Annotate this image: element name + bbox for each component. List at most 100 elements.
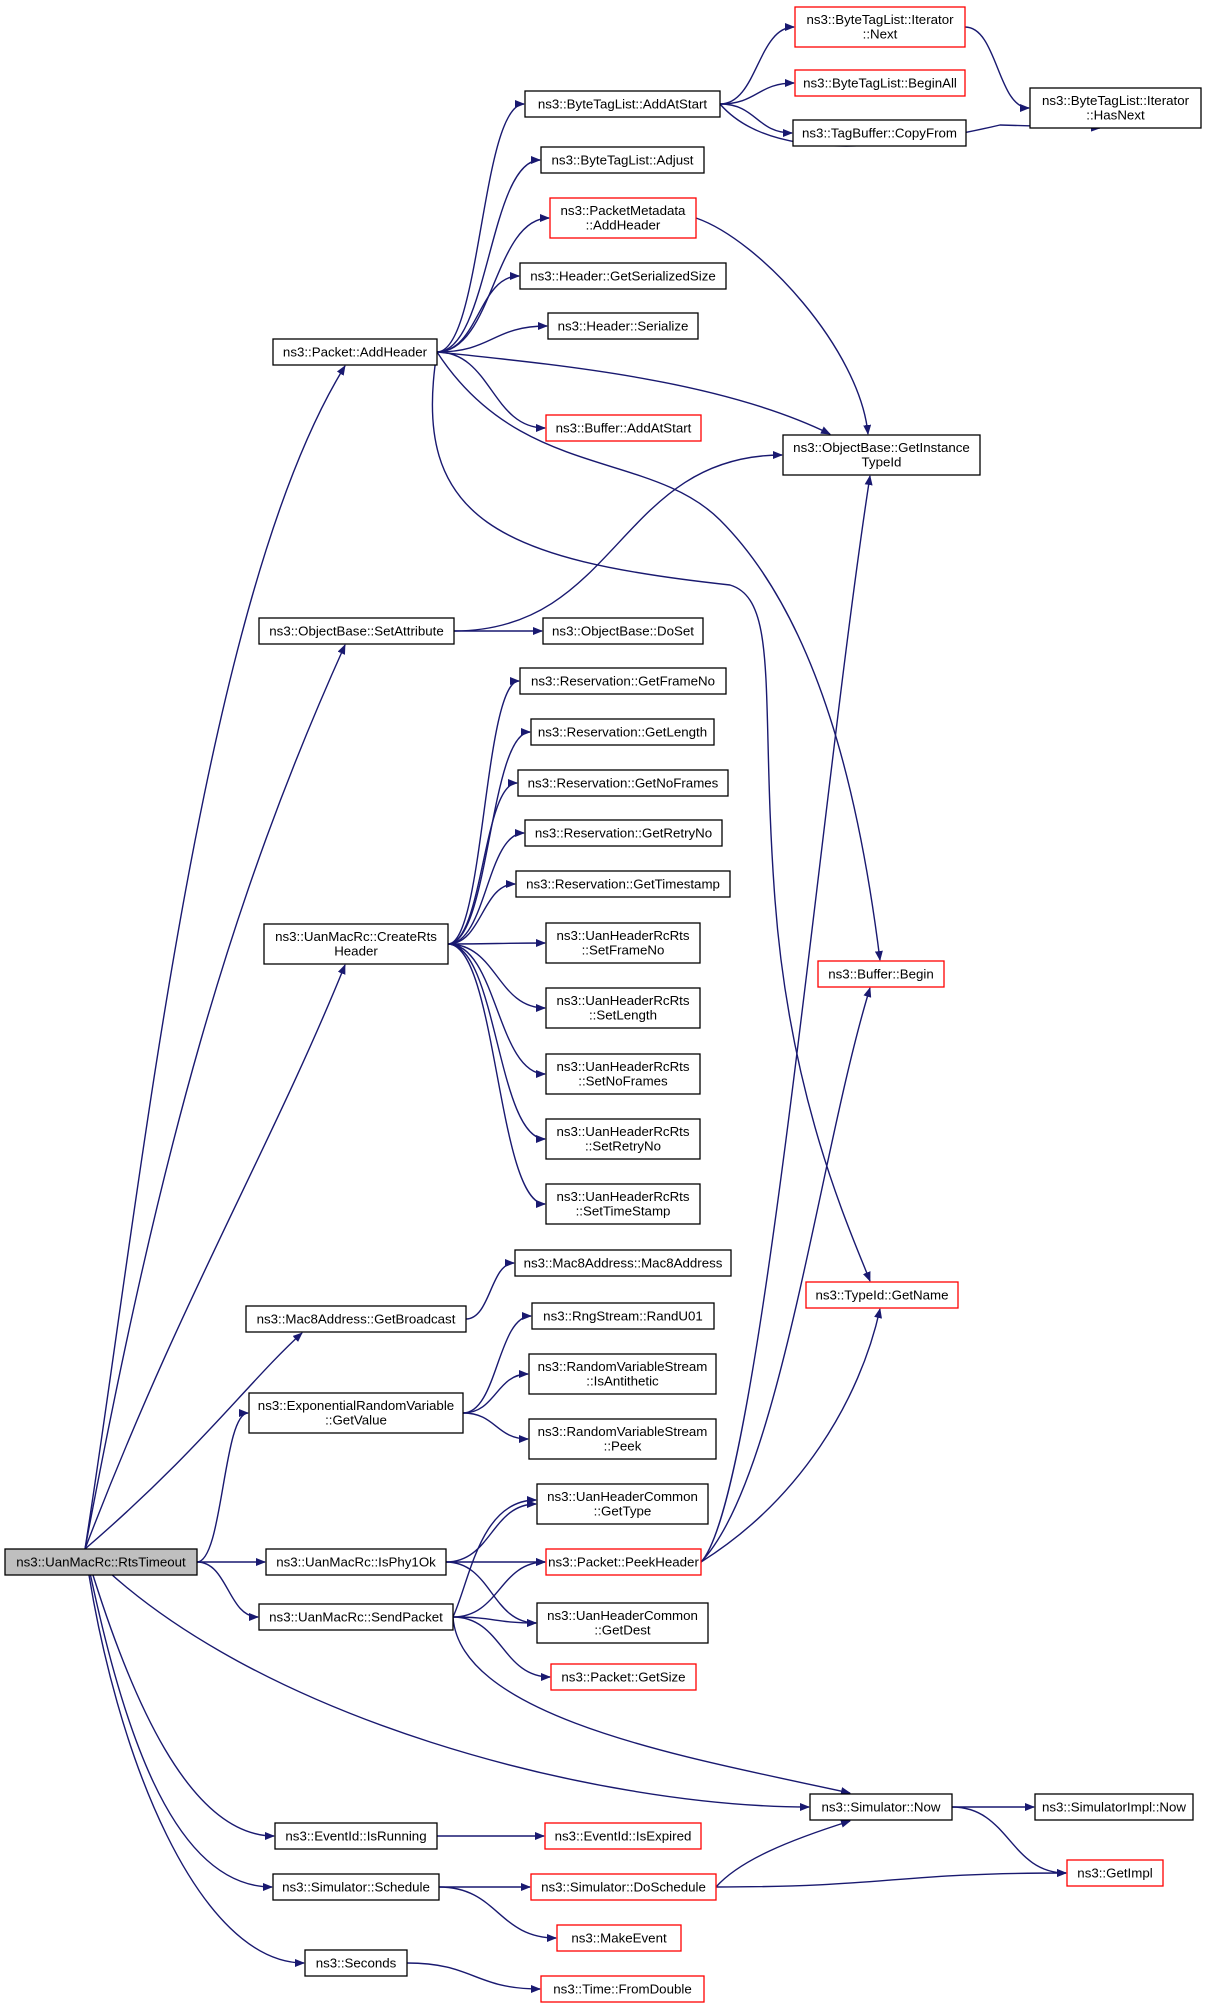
edge-createRts-to-rtsSetFrameNo (447, 939, 546, 948)
node-simDoSchedule[interactable]: ns3::Simulator::DoSchedule (530, 1873, 717, 1901)
node-seconds[interactable]: ns3::Seconds (304, 1949, 408, 1977)
edge-expGetValue-to-rngRandU01 (462, 1312, 532, 1414)
node-btlIterHasNext[interactable]: ns3::ByteTagList::Iterator::HasNext (1029, 87, 1202, 129)
node-hdrSerialize[interactable]: ns3::Header::Serialize (547, 312, 699, 340)
node-label: ns3::UanHeaderRcRts (556, 993, 689, 1008)
node-setAttribute[interactable]: ns3::ObjectBase::SetAttribute (258, 617, 455, 645)
node-box (1066, 1859, 1164, 1887)
node-label: ns3::Simulator::Schedule (282, 1879, 430, 1894)
node-label: ns3::UanHeaderRcRts (556, 1189, 689, 1204)
node-label: ns3::Reservation::GetRetryNo (535, 825, 712, 840)
edge-createRts-to-rtsSetLength (447, 943, 546, 1012)
node-label: ns3::UanHeaderRcRts (556, 928, 689, 943)
edge-sendPacket-to-pktPeekHeader (452, 1558, 546, 1618)
node-resRetryNo[interactable]: ns3::Reservation::GetRetryNo (524, 819, 723, 847)
edge-seconds-to-fromDouble (406, 1962, 541, 1993)
node-getBroadcast[interactable]: ns3::Mac8Address::GetBroadcast (245, 1305, 467, 1333)
edge-setAttribute-to-obGetInstanceTypeId (453, 451, 783, 632)
node-box (550, 1663, 697, 1691)
node-box (258, 617, 455, 645)
node-box (782, 434, 981, 476)
node-label: ::GetValue (325, 1413, 387, 1428)
edge-getBroadcast-to-mac8Ctor (465, 1259, 515, 1320)
node-label: ns3::EventId::IsExpired (555, 1828, 692, 1843)
node-makeEvent[interactable]: ns3::MakeEvent (556, 1924, 682, 1952)
node-box (817, 960, 945, 988)
node-btlIterNext[interactable]: ns3::ByteTagList::Iterator::Next (794, 6, 966, 48)
node-mac8Ctor[interactable]: ns3::Mac8Address::Mac8Address (514, 1249, 732, 1277)
node-simSchedule[interactable]: ns3::Simulator::Schedule (272, 1873, 440, 1901)
node-resFrameNo[interactable]: ns3::Reservation::GetFrameNo (519, 667, 727, 695)
node-box (556, 1924, 682, 1952)
node-btlAddAtStart[interactable]: ns3::ByteTagList::AddAtStart (524, 90, 721, 118)
node-bufBegin[interactable]: ns3::Buffer::Begin (817, 960, 945, 988)
node-label: ::HasNext (1086, 108, 1145, 123)
node-rngRandU01[interactable]: ns3::RngStream::RandU01 (531, 1302, 715, 1330)
node-label: ::AddHeader (586, 218, 661, 233)
edge-root-to-eventIsRunning (84, 1548, 275, 1840)
edge-addHeader-to-btlAdjust (436, 156, 541, 353)
node-box (514, 1249, 732, 1277)
node-expGetValue[interactable]: ns3::ExponentialRandomVariable::GetValue (248, 1392, 464, 1434)
node-isPhy1Ok[interactable]: ns3::UanMacRc::IsPhy1Ok (265, 1548, 447, 1576)
node-simNow[interactable]: ns3::Simulator::Now (809, 1793, 953, 1821)
node-rtsSetTimeStamp[interactable]: ns3::UanHeaderRcRts::SetTimeStamp (545, 1183, 701, 1225)
edge-sendPacket-to-pktGetSize (452, 1616, 551, 1681)
node-uhcGetType[interactable]: ns3::UanHeaderCommon::GetType (536, 1483, 709, 1525)
node-typeIdGetName[interactable]: ns3::TypeId::GetName (805, 1281, 959, 1309)
node-label: ns3::RandomVariableStream (538, 1359, 708, 1374)
node-rtsSetLength[interactable]: ns3::UanHeaderRcRts::SetLength (545, 987, 701, 1029)
node-tagBufCopyFrom[interactable]: ns3::TagBuffer::CopyFrom (792, 119, 967, 147)
node-simImplNow[interactable]: ns3::SimulatorImpl::Now (1034, 1793, 1194, 1821)
node-btlBeginAll[interactable]: ns3::ByteTagList::BeginAll (794, 69, 966, 97)
node-eventIsExpired[interactable]: ns3::EventId::IsExpired (544, 1822, 702, 1850)
function-nodes: ns3::UanMacRc::RtsTimeout ns3::Packet::Ad… (4, 6, 1202, 2003)
edge-root-to-createRts (84, 964, 346, 1550)
edge-btlIterNext-to-btlIterHasNext (964, 26, 1030, 112)
node-label: ns3::ByteTagList::AddAtStart (538, 96, 708, 111)
node-box (540, 1975, 705, 2003)
node-resLength[interactable]: ns3::Reservation::GetLength (530, 718, 715, 746)
node-rtsSetNoFrames[interactable]: ns3::UanHeaderRcRts::SetNoFrames (545, 1053, 701, 1095)
node-box (524, 819, 723, 847)
node-btlAdjust[interactable]: ns3::ByteTagList::Adjust (540, 146, 705, 174)
node-box (515, 870, 731, 898)
edge-pktPeekHeader-to-typeIdGetName (700, 1308, 882, 1563)
node-fromDouble[interactable]: ns3::Time::FromDouble (540, 1975, 705, 2003)
edge-sendPacket-to-uhcGetDest (452, 1616, 537, 1627)
node-pmAddHeader[interactable]: ns3::PacketMetadata::AddHeader (549, 197, 697, 239)
node-label: ns3::Simulator::Now (822, 1799, 941, 1814)
node-box (794, 6, 966, 48)
node-label: ns3::Seconds (316, 1955, 397, 1970)
node-rvsPeek[interactable]: ns3::RandomVariableStream::Peek (528, 1418, 717, 1460)
node-label: ::Next (863, 27, 898, 42)
node-pktPeekHeader[interactable]: ns3::Packet::PeekHeader (545, 1548, 702, 1576)
node-addHeader[interactable]: ns3::Packet::AddHeader (272, 338, 438, 366)
node-label: ::IsAntithetic (586, 1374, 659, 1389)
node-obDoSet[interactable]: ns3::ObjectBase::DoSet (542, 617, 704, 645)
node-rtsSetRetryNo[interactable]: ns3::UanHeaderRcRts::SetRetryNo (545, 1118, 701, 1160)
node-bufAddAtStart[interactable]: ns3::Buffer::AddAtStart (545, 414, 702, 442)
node-resTimestamp[interactable]: ns3::Reservation::GetTimestamp (515, 870, 731, 898)
node-hdrGetSize[interactable]: ns3::Header::GetSerializedSize (519, 262, 727, 290)
edge-root-to-expGetValue (196, 1409, 249, 1563)
node-box (809, 1793, 953, 1821)
edge-createRts-to-resFrameNo (447, 677, 520, 945)
node-rvsIsAntithetic[interactable]: ns3::RandomVariableStream::IsAntithetic (528, 1353, 717, 1395)
node-label: ns3::ByteTagList::Iterator (806, 12, 954, 27)
node-box (517, 769, 729, 797)
node-getImpl[interactable]: ns3::GetImpl (1066, 1859, 1164, 1887)
node-box (542, 617, 704, 645)
node-rtsSetFrameNo[interactable]: ns3::UanHeaderRcRts::SetFrameNo (545, 922, 701, 964)
node-sendPacket[interactable]: ns3::UanMacRc::SendPacket (258, 1603, 454, 1631)
node-resNoFrames[interactable]: ns3::Reservation::GetNoFrames (517, 769, 729, 797)
node-label: ns3::Reservation::GetNoFrames (528, 775, 719, 790)
node-root[interactable]: ns3::UanMacRc::RtsTimeout (4, 1548, 198, 1576)
node-uhcGetDest[interactable]: ns3::UanHeaderCommon::GetDest (536, 1602, 709, 1644)
edge-sendPacket-to-uhcGetType (452, 1496, 537, 1618)
node-pktGetSize[interactable]: ns3::Packet::GetSize (550, 1663, 697, 1691)
node-eventIsRunning[interactable]: ns3::EventId::IsRunning (274, 1822, 438, 1850)
node-label: ns3::ObjectBase::GetInstance (793, 440, 970, 455)
